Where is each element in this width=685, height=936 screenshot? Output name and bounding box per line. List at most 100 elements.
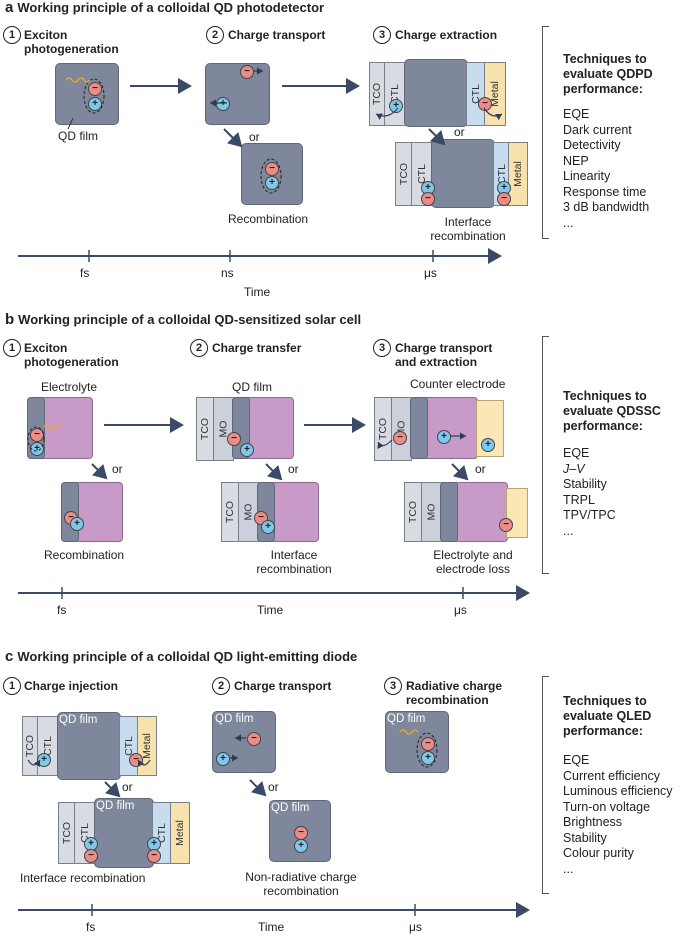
step-number: 2 [206,26,224,44]
flow-arrow [249,779,267,797]
mo-layer: MO [213,397,234,461]
hole: + [70,517,84,531]
electron: − [84,849,98,863]
electron: − [147,849,161,863]
ctl-layer: CTL [37,716,59,776]
qd-film-block [94,798,154,868]
techniques-list: EQE J–V Stability TRPL TPV/TPC ... [563,446,616,539]
step-label-charge-transfer: Charge transfer [212,341,302,355]
axis-tick-label: fs [80,266,90,280]
axis-title: Time [257,603,284,617]
electron: − [393,431,407,445]
qd-film-strip [410,397,428,459]
axis-tick-label: fs [57,603,67,617]
technique-item: Brightness [563,815,623,829]
axis-tick-label: fs [86,920,96,934]
techniques-list: EQE Dark current Detectivity NEP Lineari… [563,107,649,231]
step-number: 1 [3,339,21,357]
hole: + [481,438,495,452]
electron: − [294,826,308,840]
or-label: or [112,462,123,476]
ctl-layer: CTL [466,62,486,126]
step-label-charge-transport: Charge transport [234,679,332,693]
or-label: or [475,462,486,476]
or-label: or [288,462,299,476]
technique-item: J–V [563,461,585,476]
qd-film-label: QD film [215,713,254,725]
qd-film-block [57,712,121,780]
hole: + [294,839,308,853]
technique-item: 3 dB bandwidth [563,200,650,214]
electron: − [421,737,435,751]
qd-film-label: QD film [232,380,272,394]
hole: + [37,753,51,767]
hole: + [261,520,275,534]
step-number: 3 [373,26,391,44]
technique-item: Dark current [563,122,632,137]
panel-c-letter: c [5,648,14,665]
technique-item: Response time [563,184,647,199]
electron: − [265,162,279,176]
techniques-bracket [542,26,549,239]
recombination-label: Recombination [44,548,125,562]
technique-item: Stability [563,830,607,845]
qd-film-block [431,139,495,208]
hole: + [389,99,403,113]
counter-electrode-label: Counter electrode [410,377,506,391]
step-label-charge-extraction: Charge extraction [395,28,498,42]
or-label: or [268,780,279,794]
techniques-bracket [542,676,549,894]
qd-film-label: QD film [387,713,426,725]
step-number: 2 [212,677,230,695]
electron: − [247,732,261,746]
technique-item: Colour purity [563,846,634,860]
electron: − [30,428,44,442]
axis-tick-label: μs [409,920,422,934]
technique-item: Linearity [563,169,611,183]
techniques-list: EQE Current efficiency Luminous efficien… [563,753,673,877]
ctl-layer: CTL [384,62,406,126]
electron: − [129,753,143,767]
technique-item: Current efficiency [563,768,661,783]
axis-title: Time [244,285,271,299]
technique-item: ... [563,861,574,876]
flow-arrow [91,463,108,480]
panel-b-letter: b [5,311,15,328]
hole: + [147,837,161,851]
metal-layer: Metal [137,716,157,776]
flow-arrow [451,463,469,481]
technique-item: TRPL [563,492,595,507]
technique-item: Turn-on voltage [563,799,651,814]
metal-layer: Metal [508,142,528,206]
technique-item: Detectivity [563,138,621,152]
qd-film-block [55,63,119,125]
mo-layer: MO [391,397,412,461]
flow-arrow [265,463,283,481]
hole: + [265,176,279,190]
flow-arrow [223,128,243,148]
mo-layer: MO [421,482,442,542]
step-number: 1 [3,677,21,695]
qd-film-block [205,63,270,125]
axis-tick-label: μs [454,603,467,617]
electron: − [421,192,435,206]
or-label: or [122,780,133,794]
hole: + [497,181,511,195]
hole: + [216,97,230,111]
qd-film-label: QD film [59,714,98,726]
hole: + [216,752,230,766]
hole: + [437,430,451,444]
hole: + [30,442,44,456]
qd-film-label: QD film [58,129,98,143]
